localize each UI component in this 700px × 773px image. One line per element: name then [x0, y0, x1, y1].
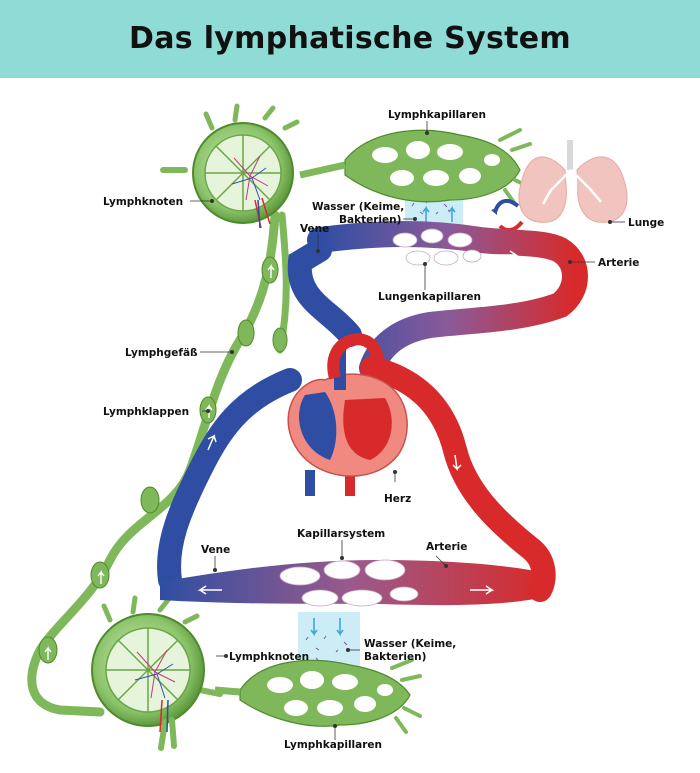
lymph-node-bottom: [91, 595, 223, 751]
systemic-circulation: [157, 356, 556, 607]
label-wasser-bottom-line1: Wasser (Keime,: [364, 638, 456, 650]
pulmonary-circulation: [287, 221, 588, 381]
lungs: [491, 140, 628, 233]
leader-lines: [190, 121, 625, 740]
lymph-node-top: [160, 103, 300, 229]
heart: [287, 333, 408, 496]
label-vene-bottom: Vene: [201, 544, 230, 556]
label-herz: Herz: [384, 493, 411, 505]
label-wasser-top-line2: Bakterien): [339, 214, 401, 226]
label-lymphgefaess: Lymphgefäß: [125, 347, 198, 359]
label-wasser-top-line1: Wasser (Keime,: [312, 201, 404, 213]
title-band: [0, 0, 700, 78]
label-lymphknoten-bottom: Lymphknoten: [229, 651, 309, 663]
label-lymphkapillaren-top: Lymphkapillaren: [388, 109, 486, 121]
lymph-flow-arrows: [44, 263, 275, 660]
leader-dots: [206, 131, 612, 728]
label-lymphklappen: Lymphklappen: [103, 406, 189, 418]
label-kapillarsystem: Kapillarsystem: [297, 528, 385, 540]
label-vene-top: Vene: [300, 223, 329, 235]
label-arterie-top: Arterie: [598, 257, 639, 269]
lymph-valves: [38, 256, 288, 664]
label-lymphkapillaren-bottom: Lymphkapillaren: [284, 739, 382, 751]
lymph-capillaries-top: [299, 128, 533, 206]
page-title: Das lymphatische System: [129, 21, 571, 56]
label-lymphknoten-top: Lymphknoten: [103, 196, 183, 208]
label-lunge: Lunge: [628, 217, 664, 229]
label-lungenkapillaren: Lungenkapillaren: [378, 291, 481, 303]
interstitial-fluid-bottom: [298, 612, 360, 668]
lymph-capillaries-bottom: [214, 658, 422, 734]
label-wasser-bottom-line2: Bakterien): [364, 651, 426, 663]
lymphatic-system-diagram: Lymphkapillaren Lymphknoten Wasser (Keim…: [27, 103, 664, 751]
label-arterie-bottom: Arterie: [426, 541, 467, 553]
